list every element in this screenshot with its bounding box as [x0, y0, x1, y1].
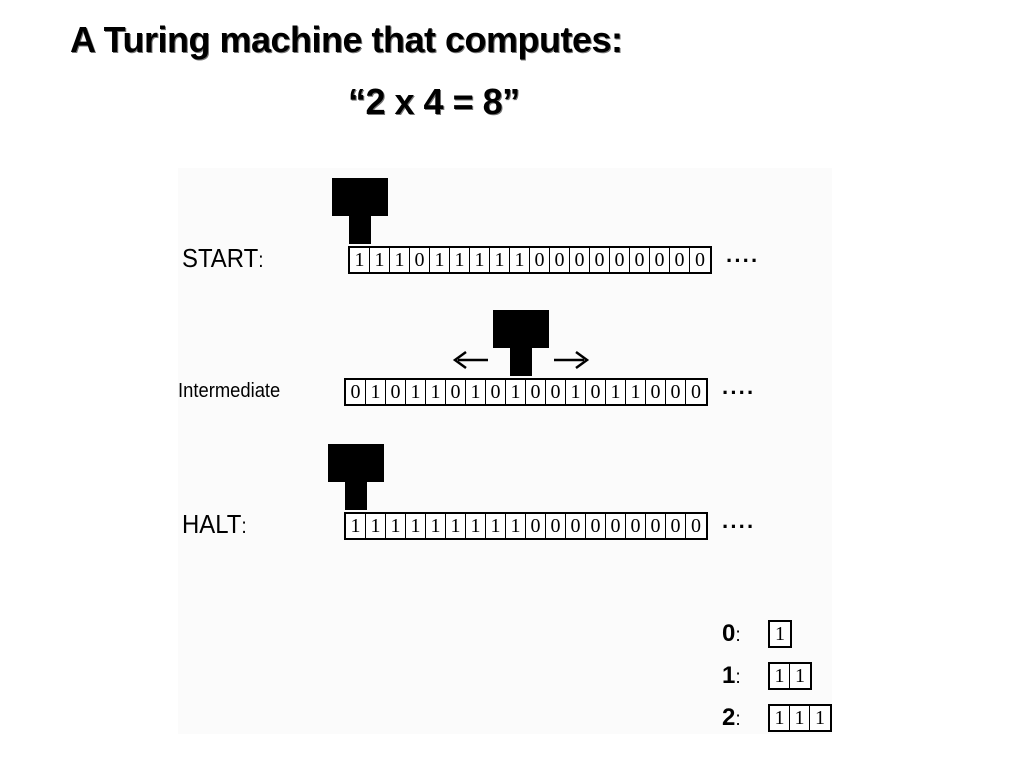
tape-cell: 0 [646, 380, 666, 404]
tape-cell: 1 [370, 248, 390, 272]
tape-head-icon [328, 444, 384, 515]
tape-cell: 1 [510, 248, 530, 272]
key-label-0: 0: [722, 620, 741, 647]
tape-head-icon [332, 178, 388, 249]
tape-cell: 1 [390, 248, 410, 272]
tape-cell: 0 [566, 514, 586, 538]
tape-cell: 0 [550, 248, 570, 272]
tape-cell: 0 [526, 514, 546, 538]
tape-cell: 0 [590, 248, 610, 272]
tape-cell: 0 [386, 380, 406, 404]
tape-cell: 0 [586, 380, 606, 404]
tape-cell: 0 [670, 248, 690, 272]
tape-cell: 0 [586, 514, 606, 538]
tape-cell: 0 [486, 380, 506, 404]
tape-cell: 0 [626, 514, 646, 538]
tape-cell: 0 [646, 514, 666, 538]
tape-continuation-dots: ···· [726, 248, 760, 273]
key-label-2: 2: [722, 704, 741, 731]
tape-cell: 0 [570, 248, 590, 272]
tape-cell: 1 [466, 514, 486, 538]
row-label-halt: HALT: [182, 509, 247, 539]
tape-cell: 1 [366, 514, 386, 538]
tape-cell: 1 [566, 380, 586, 404]
tape-cell: 1 [366, 380, 386, 404]
tape-cell: 1 [470, 248, 490, 272]
key-cell: 1 [770, 706, 790, 730]
key-cell: 1 [790, 706, 810, 730]
tape-cell: 1 [426, 514, 446, 538]
tape-cell: 0 [410, 248, 430, 272]
tape-cell: 1 [466, 380, 486, 404]
tape-cell: 0 [695, 248, 705, 271]
tape-cell: 1 [430, 248, 450, 272]
tape-cell: 1 [426, 380, 446, 404]
tape-cell: 0 [526, 380, 546, 404]
tape-cell: 0 [666, 514, 686, 538]
key-cell: 1 [795, 664, 805, 687]
tape-cell: 1 [506, 380, 526, 404]
key-cell: 1 [815, 706, 825, 729]
tape-cell: 0 [610, 248, 630, 272]
tape-cell: 1 [446, 514, 466, 538]
tape-cell: 1 [406, 514, 426, 538]
tape-cell: 0 [666, 380, 686, 404]
key-cell: 1 [775, 622, 785, 645]
tape-head-icon [493, 310, 549, 381]
tape-continuation-dots: ···· [722, 380, 756, 405]
tape-cell: 0 [530, 248, 550, 272]
tape-cell: 0 [691, 380, 701, 403]
title-line-2: “2 x 4 = 8” [348, 81, 520, 122]
tape-cell: 1 [486, 514, 506, 538]
key-cell: 1 [770, 664, 790, 688]
key-label-1: 1: [722, 662, 741, 689]
tape-cell: 1 [406, 380, 426, 404]
tape-cell: 1 [350, 248, 370, 272]
tape-cell: 1 [450, 248, 470, 272]
tape-cell: 1 [490, 248, 510, 272]
tape-cell: 1 [506, 514, 526, 538]
tape-cell: 1 [626, 380, 646, 404]
tape-cell: 0 [446, 380, 466, 404]
tape-cell: 0 [346, 380, 366, 404]
row-label-start: START: [182, 243, 264, 273]
key-cells-0: 1 [768, 620, 792, 648]
tape-continuation-dots: ···· [722, 514, 756, 539]
tape-cell: 1 [386, 514, 406, 538]
arrow-right-icon [552, 350, 590, 375]
tape-cell: 0 [650, 248, 670, 272]
tape-cell: 0 [546, 514, 566, 538]
tape-cell: 0 [691, 514, 701, 537]
tape-cell: 0 [606, 514, 626, 538]
tape-cell: 0 [630, 248, 650, 272]
tape-cell: 1 [346, 514, 366, 538]
title-line-1: A Turing machine that computes: [70, 19, 623, 60]
tape-cell: 0 [546, 380, 566, 404]
row-label-intermediate: Intermediate [178, 380, 281, 402]
arrow-left-icon [452, 350, 490, 375]
tape-cell: 1 [606, 380, 626, 404]
